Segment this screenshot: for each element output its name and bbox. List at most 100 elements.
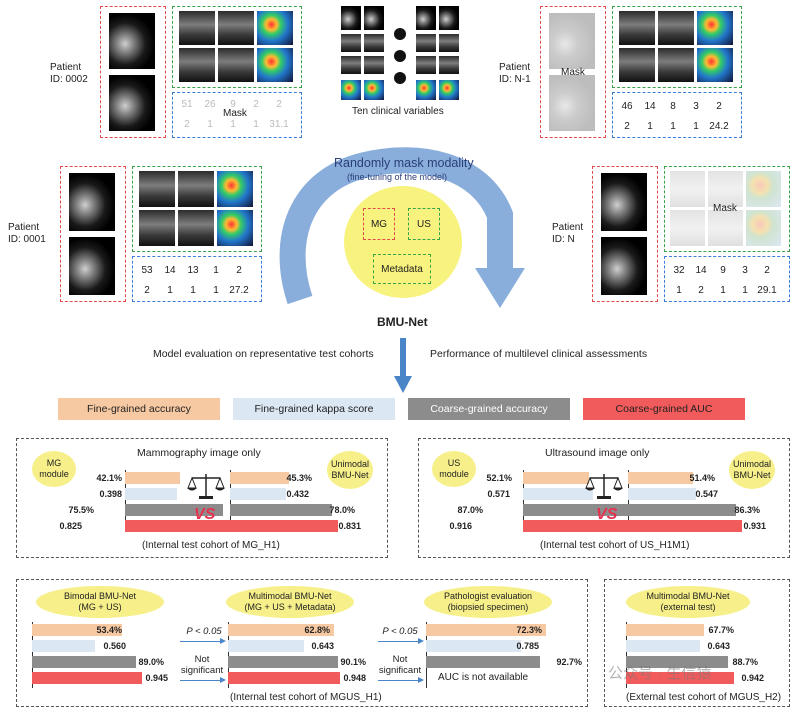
patient-n-us-box: Mask xyxy=(664,166,790,252)
bar-fine-accuracy xyxy=(628,472,693,484)
patient-n1-mg-box: Mask xyxy=(540,6,606,138)
metadata-value: 2 xyxy=(276,99,282,110)
bar-value: 53.4% xyxy=(96,625,122,635)
metadata-modality-box: Metadata xyxy=(373,254,431,284)
mg-image xyxy=(364,6,384,30)
mask-label: Mask xyxy=(561,67,585,78)
eval-right-text: Performance of multilevel clinical asses… xyxy=(430,348,648,360)
model-name: BMU-Net xyxy=(377,315,428,329)
axis-line xyxy=(125,470,126,532)
us-image xyxy=(341,56,361,74)
metadata-value: 1 xyxy=(190,285,196,296)
bar-fine-kappa xyxy=(628,488,696,500)
mg-image xyxy=(341,6,361,30)
metadata-value: 1 xyxy=(213,265,219,276)
mg-modality-box: MG xyxy=(363,208,395,240)
mg-image-masked xyxy=(549,75,595,131)
metadata-value: 1 xyxy=(230,119,236,130)
patient-0001-metadata-box: 53 14 13 1 2 2 1 1 1 27.2 xyxy=(132,256,262,302)
metadata-value: 32 xyxy=(673,265,685,276)
us-image xyxy=(658,11,694,45)
bar-coarse-accuracy xyxy=(626,656,728,668)
patient-n1-label: Patient ID: N-1 xyxy=(499,62,531,85)
external-label: Multimodal BMU-Net (external test) xyxy=(646,591,730,612)
us-image xyxy=(179,11,215,45)
panel-external-cohort: (External test cohort of MGUS_H2) xyxy=(626,692,782,703)
us-image xyxy=(439,56,459,74)
metadata-value: 1 xyxy=(167,285,173,296)
patient-0002-label: Patient ID: 0002 xyxy=(50,62,88,85)
metadata-value: 2 xyxy=(144,285,150,296)
us-module-ellipse: US module xyxy=(432,451,476,487)
bar-value: 0.643 xyxy=(707,641,730,651)
panel-ultrasound xyxy=(418,438,790,558)
patient-n-label: Patient ID: N xyxy=(552,222,584,245)
mg-image xyxy=(109,75,155,131)
panel-ultrasound-title: Ultrasound image only xyxy=(545,447,650,459)
metadata-value: 2 xyxy=(716,101,722,112)
bar-value: 42.1% xyxy=(96,473,122,483)
mg-module-ellipse: MG module xyxy=(32,451,76,487)
patient-n1-us-box xyxy=(612,6,742,88)
bar-value: 0.945 xyxy=(145,673,168,683)
bar-value: 62.8% xyxy=(304,625,330,635)
metadata-value: 51 xyxy=(181,99,193,110)
bar-value: 86.3% xyxy=(734,505,760,515)
bimodal-ellipse: Bimodal BMU-Net (MG + US) xyxy=(36,586,164,618)
bar-fine-kappa xyxy=(426,640,521,652)
model-circle xyxy=(344,186,462,298)
mg-image xyxy=(601,237,647,295)
patient-0001-mg-box xyxy=(60,166,126,302)
arrow-head xyxy=(418,676,424,683)
metadata-value: 9 xyxy=(720,265,726,276)
bar-coarse-auc xyxy=(230,520,338,532)
bar-value: 52.1% xyxy=(486,473,512,483)
clinical-variables-label: Ten clinical variables xyxy=(352,106,444,117)
us-image xyxy=(178,171,214,207)
pathologist-label: Pathologist evaluation (biopsied specime… xyxy=(443,591,533,612)
bar-value: 0.560 xyxy=(103,641,126,651)
us-image-masked xyxy=(708,210,743,246)
bar-value: 78.0% xyxy=(329,505,355,515)
mg-image xyxy=(416,6,436,30)
metadata-value: 2 xyxy=(764,265,770,276)
heatmap-image xyxy=(697,11,733,45)
metadata-value: 27.2 xyxy=(229,285,249,296)
bar-fine-kappa xyxy=(125,488,177,500)
patient-0002-mg-box xyxy=(100,6,166,138)
us-image xyxy=(218,48,254,82)
heatmap-image xyxy=(217,210,253,246)
us-image xyxy=(341,34,361,52)
bar-fine-kappa xyxy=(228,640,304,652)
us-image xyxy=(139,171,175,207)
metadata-value: 9 xyxy=(230,99,236,110)
scale-icon xyxy=(585,474,623,499)
us-image xyxy=(416,34,436,52)
panel-multimodal-cohort: (Internal test cohort of MGUS_H1) xyxy=(230,692,382,703)
us-image xyxy=(658,48,694,82)
metadata-value: 2 xyxy=(236,265,242,276)
metadata-value: 31.1 xyxy=(269,119,289,130)
unimodal-bmunet-ellipse: Unimodal BMU-Net xyxy=(729,451,775,489)
metadata-value: 2 xyxy=(624,121,630,132)
patient-n1-metadata-box: 46 14 8 3 2 2 1 1 1 24.2 xyxy=(612,92,742,138)
arrow-line xyxy=(180,641,220,642)
panel-mammography xyxy=(16,438,388,558)
bar-value: 0.643 xyxy=(311,641,334,651)
mask-modality-subtitle: (fine-tuning of the model) xyxy=(347,172,448,182)
bar-coarse-accuracy xyxy=(125,504,223,516)
legend-coarse-accuracy: Coarse-grained accuracy xyxy=(408,398,570,420)
metadata-value: 1 xyxy=(213,285,219,296)
arrow-line xyxy=(180,680,220,681)
not-significant-label: Not significant xyxy=(378,654,422,676)
axis-line xyxy=(626,622,627,688)
metadata-value: 24.2 xyxy=(709,121,729,132)
heatmap-image xyxy=(341,80,361,100)
metadata-value: 53 xyxy=(141,265,153,276)
bar-value: 75.5% xyxy=(68,505,94,515)
heatmap-image xyxy=(257,48,293,82)
us-image-masked xyxy=(708,171,743,207)
bar-value: 0.432 xyxy=(286,489,309,499)
mask-modality-title: Randomly mask modality xyxy=(334,156,474,170)
unimodal-bmunet-ellipse: Unimodal BMU-Net xyxy=(327,451,373,489)
